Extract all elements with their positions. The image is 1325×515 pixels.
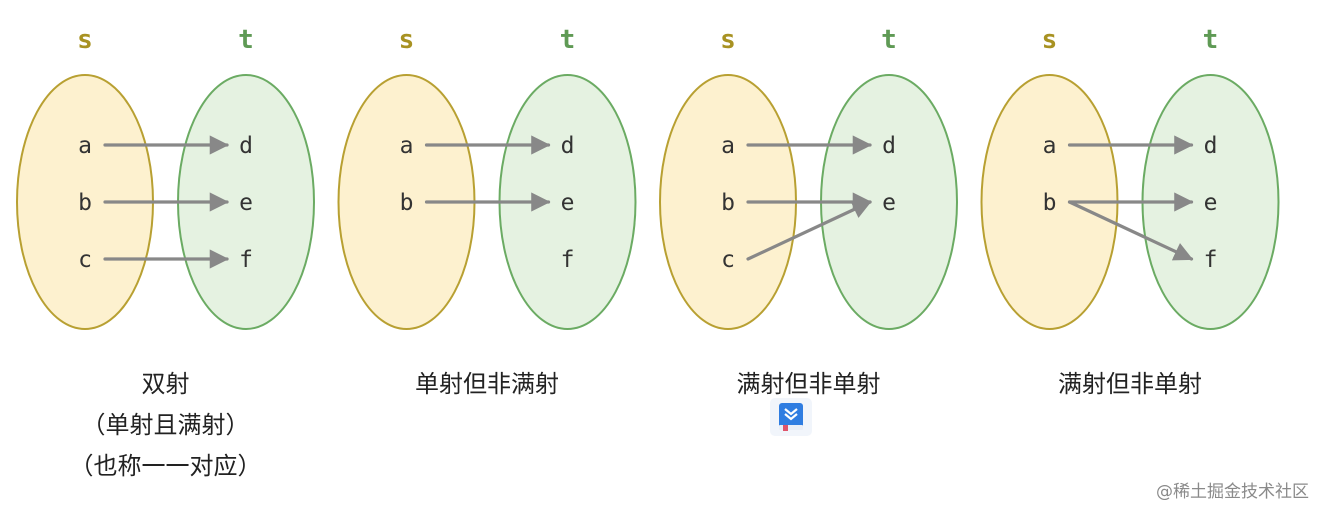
- mapping-panel-2: s t a b d e f: [337, 25, 637, 330]
- element-d: d: [561, 133, 575, 159]
- arrow-b-f: [1067, 200, 1194, 261]
- element-e: e: [1204, 190, 1218, 216]
- set-t-label: t: [560, 25, 576, 55]
- element-e: e: [239, 190, 253, 216]
- element-e: e: [882, 190, 896, 216]
- caption-line: 单射但非满射: [415, 370, 559, 398]
- element-a: a: [78, 133, 92, 159]
- element-d: d: [882, 133, 896, 159]
- set-s-label: s: [720, 25, 736, 55]
- element-b: b: [400, 190, 414, 216]
- set-t-label: t: [238, 25, 254, 55]
- caption-line: 满射但非单射: [1058, 370, 1202, 398]
- mapping-panel-1: s t a b c d e f: [16, 25, 315, 330]
- element-b: b: [1043, 190, 1057, 216]
- element-c: c: [721, 247, 735, 273]
- caption-line: 双射: [141, 370, 190, 398]
- element-b: b: [721, 190, 735, 216]
- set-s-label: s: [1042, 25, 1058, 55]
- element-f: f: [1204, 247, 1218, 273]
- book-icon: [770, 398, 812, 436]
- panel-caption: 满射但非单射: [980, 364, 1280, 405]
- caption-line: （单射且满射）: [81, 411, 250, 439]
- element-a: a: [400, 133, 414, 159]
- panel-caption: 双射 （单射且满射） （也称一一对应）: [16, 364, 316, 487]
- element-d: d: [1204, 133, 1218, 159]
- element-a: a: [1043, 133, 1057, 159]
- element-a: a: [721, 133, 735, 159]
- caption-line: （也称一一对应）: [69, 452, 262, 480]
- element-b: b: [78, 190, 92, 216]
- mapping-panel-4: s t a b d e f: [980, 25, 1280, 330]
- element-e: e: [561, 190, 575, 216]
- set-t-label: t: [1203, 25, 1219, 55]
- set-s-label: s: [399, 25, 415, 55]
- mapping-panel-3: s t a b c d e: [659, 25, 958, 330]
- element-c: c: [78, 247, 92, 273]
- arrow-c-e: [746, 200, 872, 261]
- element-f: f: [561, 247, 575, 273]
- element-f: f: [239, 247, 253, 273]
- element-d: d: [239, 133, 253, 159]
- panel-caption: 满射但非单射: [659, 364, 959, 405]
- set-s-label: s: [77, 25, 93, 55]
- set-t-label: t: [881, 25, 897, 55]
- watermark: @稀土掘金技术社区: [1156, 482, 1309, 502]
- caption-line: 满射但非单射: [736, 370, 881, 398]
- panel-caption: 单射但非满射: [337, 364, 637, 405]
